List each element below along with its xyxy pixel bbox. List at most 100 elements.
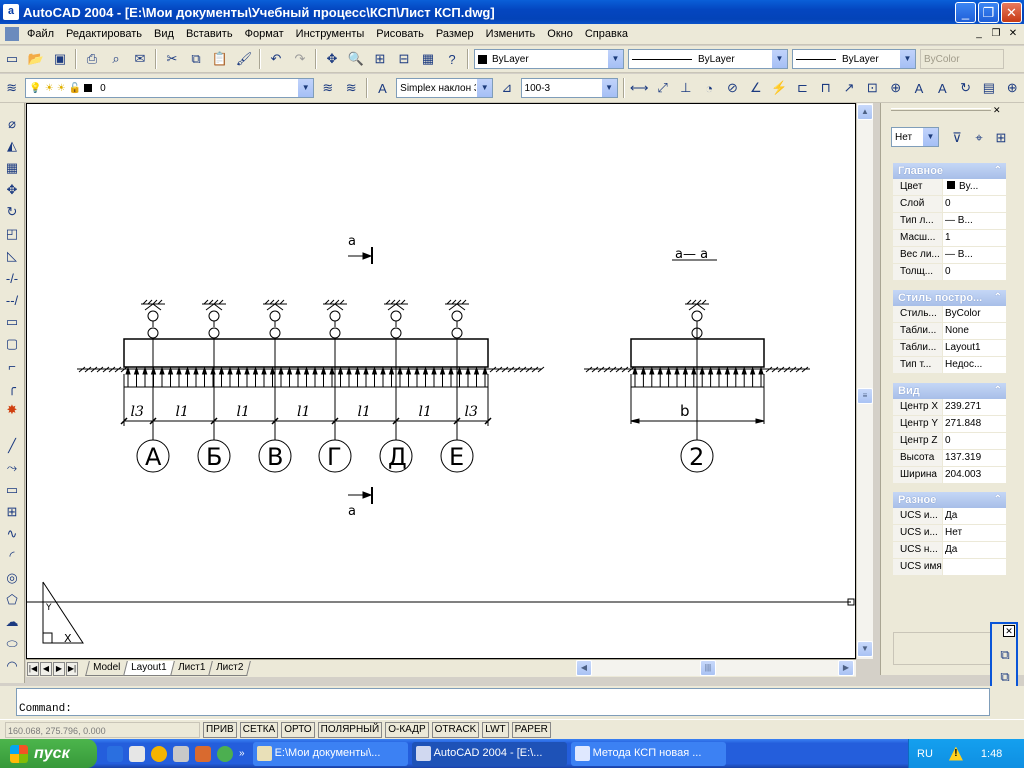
property-row[interactable]: Толщ...0 [893, 264, 1006, 281]
scroll-right-arrow[interactable]: ▶ [838, 660, 854, 676]
ordinate-dimension-icon[interactable]: ⊥ [680, 80, 692, 95]
polar-toggle[interactable]: ПОЛЯРНЫЙ [317, 721, 383, 738]
next-tab-button[interactable]: ▶ [53, 661, 65, 676]
property-value[interactable]: 0 [943, 196, 1006, 212]
dimension-edit-icon[interactable]: A [914, 80, 924, 96]
paste-icon[interactable]: 📋 [211, 51, 229, 66]
bring-to-front-icon[interactable]: ⧉ [1000, 647, 1010, 662]
text-style-combo[interactable]: Simplex наклон 3 ▼ [396, 78, 494, 98]
baseline-dimension-icon[interactable]: ⊏ [796, 80, 808, 95]
pan-icon[interactable]: ✥ [326, 51, 338, 66]
save-icon[interactable]: ▣ [53, 51, 67, 66]
dimension-update-icon[interactable]: ↻ [960, 80, 972, 95]
restore-button[interactable]: ❐ [978, 2, 999, 23]
last-tab-button[interactable]: ▶| [66, 661, 78, 676]
properties-icon[interactable]: ▦ [421, 51, 435, 66]
menu-dimension[interactable]: Размер [435, 28, 474, 40]
property-row[interactable]: Табли...Layout1 [893, 340, 1006, 357]
polygon-icon[interactable]: ⬠ [6, 592, 18, 607]
property-group-header[interactable]: Вид⌃ [893, 383, 1006, 399]
menu-window[interactable]: Окно [547, 28, 573, 40]
scroll-thumb[interactable]: ≡ [857, 388, 873, 404]
stretch-icon[interactable]: ◺ [7, 248, 17, 263]
ellipse-arc-icon[interactable]: ◠ [6, 658, 18, 673]
layer-manager-icon[interactable]: ≋ [6, 80, 18, 95]
language-indicator[interactable]: RU [917, 747, 933, 760]
scale-icon[interactable]: ◰ [5, 226, 19, 241]
title-bar[interactable]: a AutoCAD 2004 - [E:\Мои документы\Учебн… [0, 0, 1024, 24]
menu-draw[interactable]: Рисовать [376, 28, 424, 40]
radius-dimension-icon[interactable]: ◔ [705, 80, 714, 96]
tab-list2[interactable]: Лист2 [208, 661, 252, 676]
property-value[interactable]: None [943, 323, 1006, 339]
property-value[interactable]: Layout1 [943, 340, 1006, 356]
more-chevron-icon[interactable]: » [239, 748, 245, 759]
property-row[interactable]: Масш...1 [893, 230, 1006, 247]
chamfer-icon[interactable]: ⌐ [8, 358, 16, 374]
new-file-icon[interactable]: ▭ [5, 51, 19, 66]
dim-style-combo[interactable]: 100-3 ▼ [520, 78, 618, 98]
dimension-style-control-icon[interactable]: ▤ [982, 80, 996, 95]
chevron-up-icon[interactable]: ⌃ [993, 385, 1002, 396]
prev-tab-button[interactable]: ◀ [40, 661, 52, 676]
close-button[interactable]: ✕ [1001, 2, 1022, 23]
property-row[interactable]: Тип л...— B... [893, 213, 1006, 230]
minimize-button[interactable]: _ [955, 2, 976, 23]
publish-icon[interactable]: ✉ [134, 51, 146, 66]
paper-toggle[interactable]: PAPER [511, 721, 551, 738]
print-icon[interactable]: ⎙ [86, 51, 98, 66]
doc-restore-button[interactable]: ❐ [991, 28, 1001, 39]
autocad-app-icon[interactable]: a [3, 4, 19, 20]
warning-icon[interactable]: ! [948, 746, 963, 761]
property-value[interactable]: Да [943, 542, 1006, 558]
angular-dimension-icon[interactable]: ∠ [749, 80, 762, 95]
text-style-icon[interactable]: A [378, 80, 387, 96]
make-layer-current-icon[interactable]: ≋ [322, 80, 334, 95]
leader-icon[interactable]: ↗ [843, 80, 855, 95]
rotate-icon[interactable]: ↻ [6, 204, 18, 219]
property-value[interactable]: — B... [943, 247, 1006, 263]
diameter-dimension-icon[interactable]: ⊘ [727, 80, 738, 95]
dimension-text-edit-icon[interactable]: A [937, 80, 947, 96]
property-row[interactable]: Табли...None [893, 323, 1006, 340]
zoom-previous-icon[interactable]: ⊟ [398, 51, 410, 66]
extend-icon[interactable]: --/ [5, 292, 19, 308]
chevron-down-icon[interactable]: ▼ [922, 128, 938, 146]
menu-help[interactable]: Справка [584, 28, 629, 40]
property-row[interactable]: Стиль...ByColor [893, 306, 1006, 323]
zoom-window-icon[interactable]: ⊞ [374, 51, 386, 66]
media-player-icon[interactable] [151, 745, 167, 762]
chevron-down-icon[interactable]: ▼ [476, 79, 493, 97]
menu-edit[interactable]: Редактировать [66, 28, 143, 40]
snap-toggle[interactable]: ПРИВ [203, 721, 237, 738]
tab-list1[interactable]: Лист1 [169, 661, 214, 676]
lineweight-combo[interactable]: ByLayer ▼ [792, 49, 916, 69]
osnap-toggle[interactable]: О-КАДР [385, 721, 429, 738]
layer-combo[interactable]: 💡 ☀ ☀ 🔓 0 ▼ [25, 78, 315, 98]
menu-insert[interactable]: Вставить [185, 28, 233, 40]
erase-icon[interactable]: ⌀ [8, 116, 16, 131]
app-icon[interactable] [195, 745, 211, 762]
add-icon[interactable]: ⊕ [1006, 80, 1018, 95]
match-properties-icon[interactable]: 🖌 [235, 51, 253, 66]
color-combo[interactable]: ByLayer ▼ [474, 49, 624, 69]
document-icon[interactable] [5, 27, 19, 41]
property-value[interactable]: 0 [943, 433, 1006, 449]
launch-icon[interactable] [173, 745, 189, 762]
lwt-toggle[interactable]: LWT [482, 721, 509, 738]
rectangle-icon[interactable]: ▭ [5, 482, 19, 497]
property-row[interactable]: UCS и...Нет [893, 525, 1006, 542]
mirror-icon[interactable]: ◭ [7, 138, 17, 153]
vertical-scrollbar[interactable]: ▲ ≡ ▼ [856, 103, 873, 659]
send-to-back-icon[interactable]: ⧉ [1000, 669, 1010, 684]
layer-previous-icon[interactable]: ≋ [345, 80, 357, 95]
help-icon[interactable]: ? [448, 51, 456, 67]
documents-icon[interactable] [129, 745, 145, 762]
start-button[interactable]: пуск [0, 739, 97, 768]
chevron-up-icon[interactable]: ⌃ [993, 292, 1002, 303]
